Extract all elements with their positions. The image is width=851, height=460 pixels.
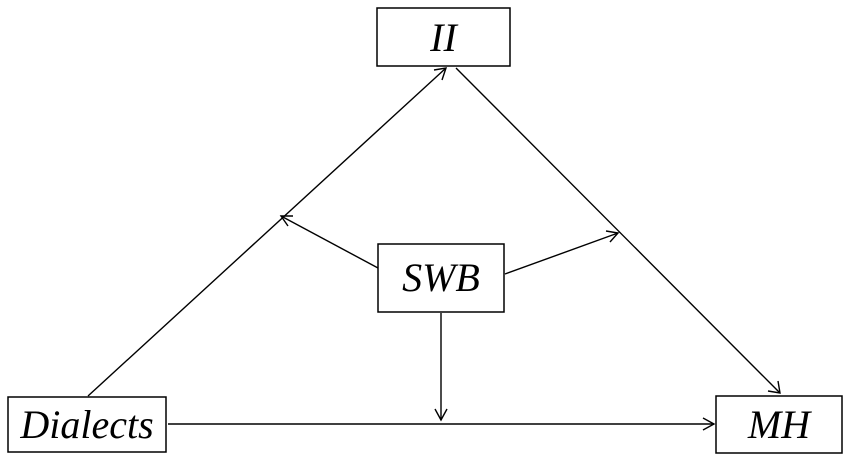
node-swb-box [377, 243, 505, 313]
arrowhead-mh-top [767, 380, 781, 394]
edge-dialects-to-ii [87, 67, 447, 397]
node-mh: MH [715, 395, 843, 454]
node-mh-label: MH [747, 402, 812, 447]
node-mh-box [715, 395, 843, 454]
node-swb-label: SWB [402, 255, 480, 300]
node-ii-box [376, 7, 511, 67]
edge-swb-to-ii-mh [504, 232, 619, 275]
node-dialects: Dialects [7, 396, 167, 453]
node-dialects-box [7, 396, 167, 453]
node-ii: II [376, 7, 511, 67]
arrowhead-moderation-left [279, 215, 293, 227]
arrowhead-moderation-right [605, 230, 620, 243]
node-swb: SWB [377, 243, 505, 313]
arrowhead-ii [433, 67, 448, 81]
node-dialects-label: Dialects [19, 402, 153, 447]
arrowhead-mh-bottom [702, 417, 716, 431]
node-ii-label: II [429, 15, 458, 60]
arrowhead-moderation-down [434, 408, 448, 422]
edge-swb-to-dialects-ii [280, 215, 379, 269]
edge-ii-to-mh [455, 67, 781, 394]
